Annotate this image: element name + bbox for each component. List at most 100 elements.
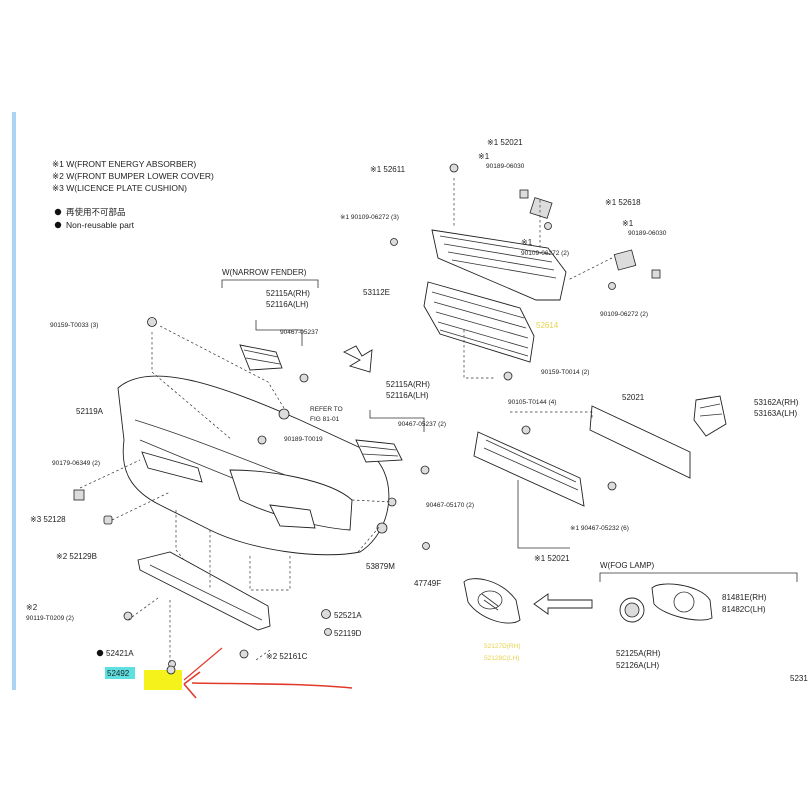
- clip-icon: [321, 609, 331, 619]
- part-label: 52021: [622, 393, 645, 402]
- nut-icon: [519, 189, 529, 199]
- highlight-part-box: [144, 670, 182, 690]
- part-label: ※1 52611: [370, 165, 406, 174]
- part-label: 90159-T0033 (3): [50, 322, 98, 329]
- part-label: 52119A: [76, 407, 104, 416]
- front-bumper-cover: [117, 375, 390, 556]
- part-label: 52614: [536, 321, 559, 330]
- highlight-label-box: [105, 667, 135, 679]
- highlighted-part-label: 52492: [107, 669, 130, 678]
- part-label: 53112E: [363, 288, 390, 297]
- clip-icon: [278, 408, 290, 420]
- part-label: ※1 52021: [487, 138, 523, 147]
- bolt-icon: [324, 628, 332, 636]
- bolt-icon: [123, 611, 133, 621]
- side-bracket-upper: [239, 320, 309, 383]
- upper-grille-assembly: [423, 178, 637, 379]
- part-label: 52115A(RH): [266, 289, 310, 298]
- part-label: 81481E(RH): [722, 593, 767, 602]
- part-label: 90109-06272 (2): [600, 311, 648, 318]
- part-label: FIG 81-01: [310, 416, 340, 423]
- fog-lamp-unit: [619, 597, 645, 623]
- legend-reuse-cn: 再使用不可部品: [66, 207, 126, 217]
- part-label: 90109-06272 (2): [521, 250, 569, 257]
- bolt-icon: [390, 238, 398, 246]
- part-label: 52421A: [106, 649, 134, 658]
- legend-reuse-en: Non-reusable part: [66, 220, 135, 230]
- non-reusable-dot-icon: [96, 649, 104, 657]
- part-label: 90467-05237 (2): [398, 421, 446, 428]
- annotation-arrow-tick: [183, 647, 223, 681]
- bolt-icon: [544, 222, 552, 230]
- fasteners: [73, 163, 661, 668]
- part-label: ※1 52021: [534, 554, 570, 563]
- cushion-icon: [103, 515, 113, 525]
- leader-lines: [79, 325, 393, 664]
- clip-icon: [239, 649, 249, 659]
- fog-lamp-cover-left: [463, 578, 521, 624]
- fog-lamp-section: W(FOG LAMP): [599, 561, 798, 582]
- bolt-icon: [422, 542, 430, 550]
- part-label: ※1 90467-05232 (6): [570, 525, 629, 532]
- part-label: 47749F: [414, 579, 441, 588]
- part-label: 90179-06349 (2): [52, 460, 100, 467]
- part-label: 52127D(RH): [484, 643, 521, 650]
- clip-icon: [147, 317, 157, 327]
- sidebar-strip: [12, 112, 16, 690]
- part-label: 90159-T0014 (2): [541, 369, 589, 376]
- legend-note-3: ※3 W(LICENCE PLATE CUSHION): [52, 183, 187, 193]
- fog-lamp-cover-right: [651, 583, 713, 621]
- part-label: 90189-06030: [486, 163, 525, 170]
- part-label: ※2 52161C: [266, 652, 308, 661]
- part-label: 52126A(LH): [616, 661, 659, 670]
- part-label: 52116A(LH): [386, 391, 429, 400]
- part-label: 52119D: [334, 629, 362, 638]
- part-label: 53162A(RH): [754, 398, 799, 407]
- annotation-arrow-head: [183, 671, 201, 699]
- clip-icon: [376, 522, 388, 534]
- part-label: 52116A(LH): [266, 300, 309, 309]
- part-label: 81482C(LH): [722, 605, 766, 614]
- part-label: ※1: [622, 219, 634, 228]
- energy-absorber: [473, 405, 691, 549]
- part-label: 53163A(LH): [754, 409, 797, 418]
- part-label: 90119-T0209 (2): [26, 615, 74, 622]
- legend: ※1 W(FRONT ENERGY ABSORBER) ※2 W(FRONT B…: [52, 159, 214, 230]
- screw-icon: [166, 665, 176, 675]
- legend-note-1: ※1 W(FRONT ENERGY ABSORBER): [52, 159, 196, 169]
- part-label: 52128C(LH): [484, 655, 519, 662]
- page-number: 5231: [790, 674, 808, 683]
- part-label: 53879M: [366, 562, 395, 571]
- part-label: 52521A: [334, 611, 362, 620]
- section-narrow-fender: W(NARROW FENDER): [222, 268, 307, 277]
- bolt-icon: [521, 425, 531, 435]
- part-label: ※1: [478, 152, 490, 161]
- clip-icon: [503, 371, 513, 381]
- legend-note-2: ※2 W(FRONT BUMPER LOWER COVER): [52, 171, 214, 181]
- part-label: REFER TO: [310, 406, 343, 413]
- part-label: ※2 52129B: [56, 552, 97, 561]
- section-fog-lamp: W(FOG LAMP): [600, 561, 655, 570]
- highlighted-part-52492: 52492: [105, 647, 353, 699]
- clip-icon: [449, 163, 459, 173]
- side-retainer: [693, 395, 727, 437]
- part-label: 90467-05237: [280, 329, 319, 336]
- part-label: 52125A(RH): [616, 649, 661, 658]
- annotation-arrow-line: [191, 682, 353, 689]
- bolt-icon: [608, 282, 616, 290]
- side-bracket-middle: [355, 410, 430, 475]
- non-reusable-dot-icon: [54, 221, 62, 229]
- assembly-arrows: [342, 345, 593, 615]
- non-reusable-dot-icon: [54, 208, 62, 216]
- part-label: ※1 52618: [605, 198, 641, 207]
- narrow-fender-section: W(NARROW FENDER): [221, 268, 319, 288]
- clip-icon: [257, 435, 267, 445]
- part-label: 90189-06030: [628, 230, 667, 237]
- bumper-lower-cover: [137, 551, 271, 631]
- part-label: 90105-T0144 (4): [508, 399, 556, 406]
- nut-icon: [651, 269, 661, 279]
- part-label: 52115A(RH): [386, 380, 430, 389]
- part-label: 90467-05170 (2): [426, 502, 474, 509]
- nut-icon: [73, 489, 85, 501]
